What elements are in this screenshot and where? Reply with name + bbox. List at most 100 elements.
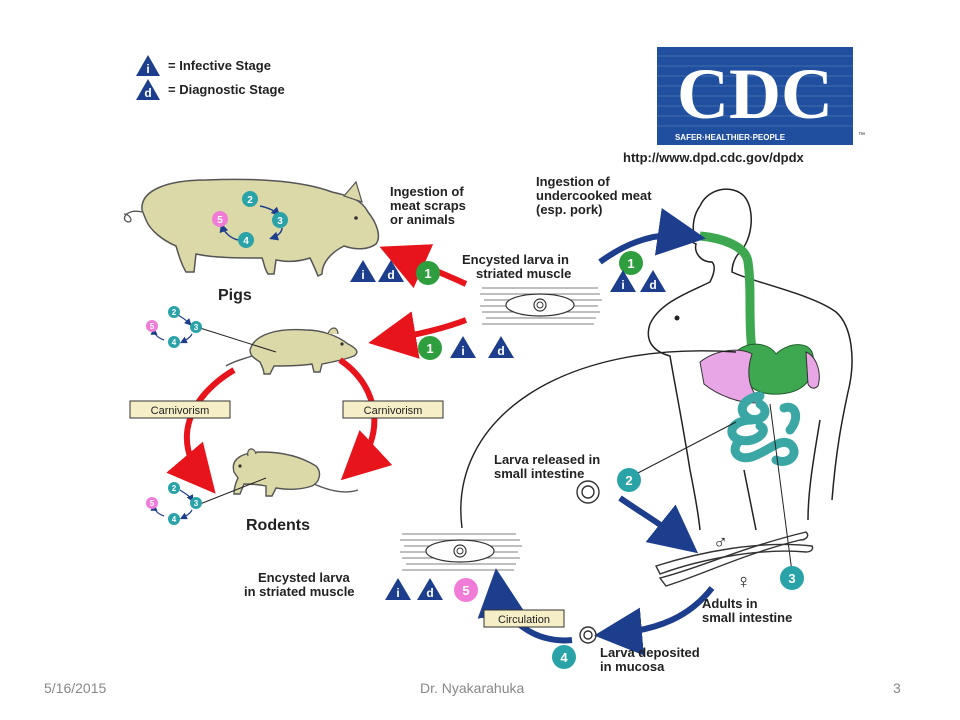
arrow-to-rodents [368,311,468,359]
svg-text:i: i [621,278,624,292]
svg-text:1: 1 [627,256,634,271]
adult-worms-icon [655,531,814,587]
svg-text:d: d [387,268,394,282]
muscle-diagnostic-triangle-icon: d [417,578,443,600]
svg-text:5: 5 [150,499,155,508]
svg-text:Circulation: Circulation [498,614,550,626]
stage-2-rodent-top: 2 [168,306,180,318]
stage-2-rodent-bottom: 2 [168,482,180,494]
stage-3-rodent-bottom: 3 [190,497,202,509]
stage-3-pig: 3 [272,212,288,228]
rodent-infective-triangle-icon: i [450,336,476,358]
cdc-tagline: SAFER·HEALTHIER·PEOPLE [675,133,786,142]
body-dot [674,315,680,321]
rodent-top-icon [225,327,358,375]
female-symbol: ♀ [736,571,751,593]
svg-text:Carnivorism: Carnivorism [364,405,423,417]
muscle-infective-triangle-icon: i [385,578,411,600]
footer-date: 5/16/2015 [44,680,107,696]
human-infective-triangle-icon: i [610,270,636,292]
label-larva-deposited: Larva deposited in mucosa [600,645,700,674]
svg-text:3: 3 [194,323,199,332]
svg-text:Ingestion of: Ingestion of [390,184,464,199]
svg-text:4: 4 [243,236,249,247]
footer-page-number: 3 [893,680,901,696]
label-ingestion-undercooked: Ingestion of undercooked meat (esp. pork… [536,174,652,217]
pig-infective-triangle-icon: i [350,260,376,282]
stage-1-rodent: 1 [418,336,442,360]
label-adults: Adults in small intestine [702,596,792,625]
svg-text:in mucosa: in mucosa [600,659,665,674]
arrow-to-mucosa [594,586,715,656]
stage-2-pig: 2 [242,191,258,207]
stage-4-rodent-top: 4 [168,336,180,348]
svg-text:4: 4 [560,650,568,665]
stage-4-human: 4 [552,645,576,669]
label-ingestion-scraps: Ingestion of meat scraps or animals [390,184,466,227]
svg-text:Larva released in: Larva released in [494,452,600,467]
muscle-tissue-bottom-icon [400,533,522,571]
svg-text:Adults in: Adults in [702,596,758,611]
arrow-to-human [598,208,706,265]
circulation-box: Circulation [483,609,565,628]
muscle-tissue-top-icon [480,287,602,325]
diagnostic-triangle-icon: d [136,79,160,100]
svg-text:i: i [461,344,464,358]
svg-text:i: i [146,62,149,76]
larva-released-icon [576,480,600,504]
label-pigs: Pigs [218,287,252,304]
stage-5-human: 5 [454,578,478,602]
svg-text:d: d [426,586,433,600]
svg-text:3: 3 [788,571,795,586]
svg-text:d: d [497,344,504,358]
svg-text:2: 2 [172,484,177,493]
stage-3-rodent-top: 3 [190,321,202,333]
carnivorism-left-arrow [166,367,236,494]
pig-icon [123,178,380,278]
legend: i = Infective Stage d = Diagnostic Stage [136,55,285,100]
infective-triangle-icon: i [136,55,160,76]
label-encysted-bottom: Encysted larva in striated muscle [244,570,355,599]
svg-text:1: 1 [426,341,433,356]
svg-text:i: i [396,586,399,600]
return-curve [460,350,737,529]
legend-infective-label: = Infective Stage [168,58,271,73]
svg-text:2: 2 [172,308,177,317]
stage-5-rodent-top: 5 [146,320,158,332]
rodent-diagnostic-triangle-icon: d [488,336,514,358]
svg-text:d: d [649,278,656,292]
svg-text:in striated muscle: in striated muscle [244,584,355,599]
svg-text:undercooked meat: undercooked meat [536,188,652,203]
svg-text:striated muscle: striated muscle [476,266,571,281]
footer-author: Dr. Nyakarahuka [420,680,525,696]
svg-text:2: 2 [625,473,632,488]
rodent-bottom-icon [232,448,359,497]
cdc-trademark: ™ [858,132,865,139]
stage-1-pig: 1 [416,261,440,285]
svg-text:i: i [361,268,364,282]
cdc-logo: CDC SAFER·HEALTHIER·PEOPLE ™ [657,47,865,145]
svg-text:3: 3 [194,499,199,508]
stage-4-rodent-bottom: 4 [168,513,180,525]
stage-3-human: 3 [780,566,804,590]
male-symbol: ♂ [713,532,728,554]
svg-text:meat scraps: meat scraps [390,198,466,213]
svg-text:4: 4 [172,338,177,347]
arrow-to-adults [618,495,699,554]
stage-5-pig: 5 [212,211,228,227]
svg-text:small intestine: small intestine [494,466,584,481]
legend-diagnostic-label: = Diagnostic Stage [168,82,285,97]
label-larva-released: Larva released in small intestine [494,452,600,481]
stage-5-rodent-bottom: 5 [146,497,158,509]
stage-2-human: 2 [617,468,641,492]
cdc-url: http://www.dpd.cdc.gov/dpdx [623,150,805,165]
svg-text:small intestine: small intestine [702,610,792,625]
svg-text:5: 5 [150,322,155,331]
human-diagnostic-triangle-icon: d [640,270,666,292]
svg-text:5: 5 [462,583,469,598]
svg-text:Encysted larva in: Encysted larva in [462,252,569,267]
svg-text:3: 3 [277,216,283,227]
svg-text:2: 2 [247,195,253,206]
